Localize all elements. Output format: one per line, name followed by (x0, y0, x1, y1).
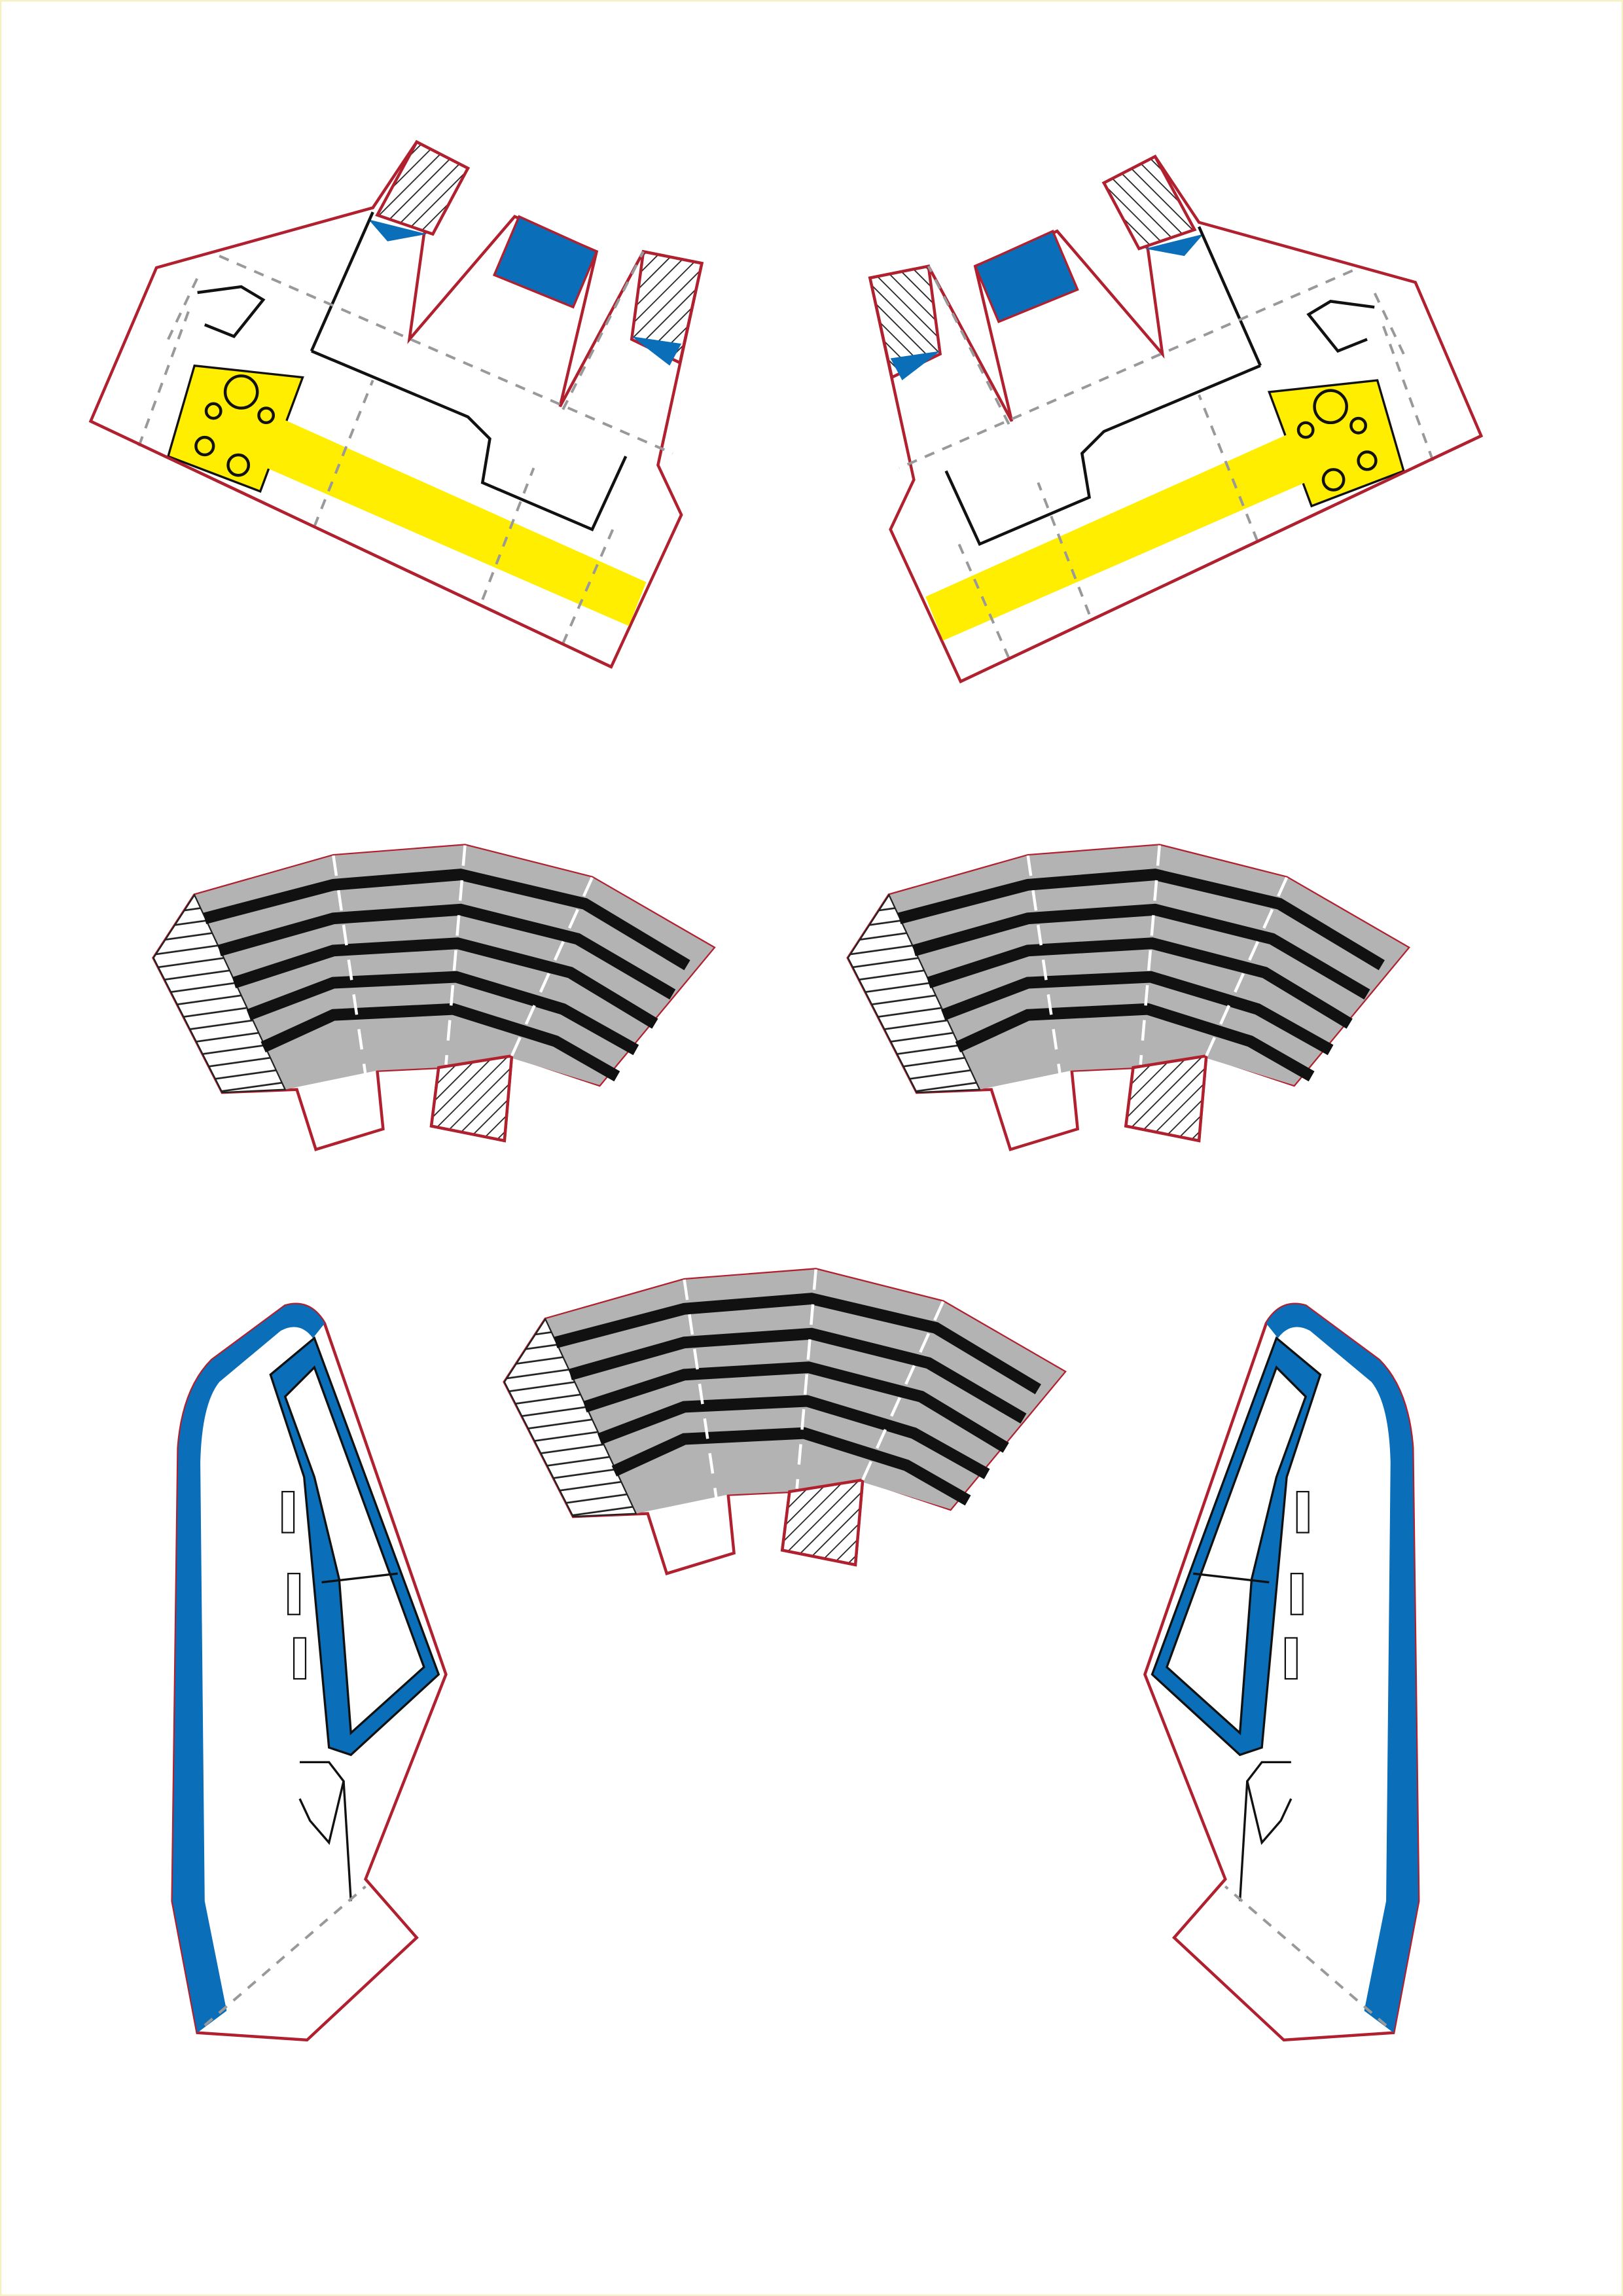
papercraft-sheet: .outline{stroke:#b0202e;stroke-width:2;}… (0, 0, 1623, 2296)
